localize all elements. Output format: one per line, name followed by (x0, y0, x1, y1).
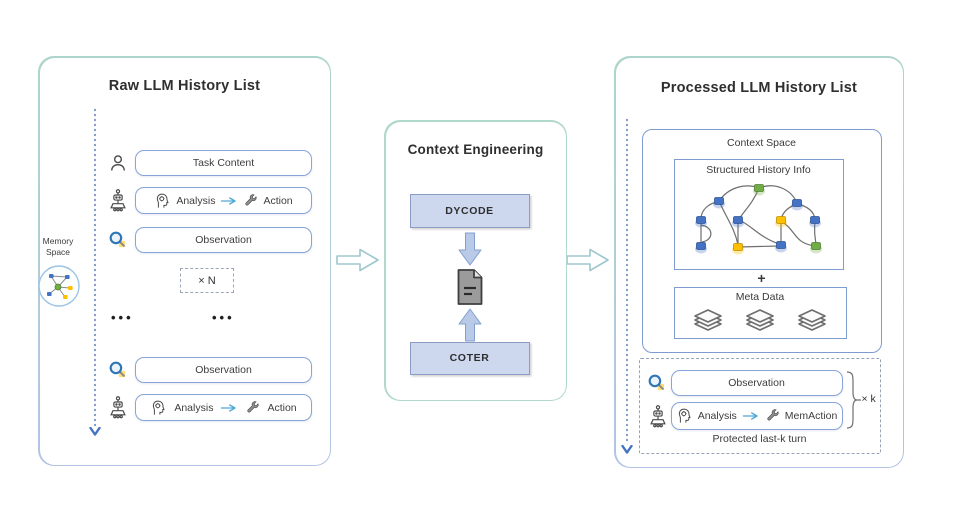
processed-history-title: Processed LLM History List (660, 79, 858, 96)
brain-gear-icon (157, 193, 170, 208)
coter-box: COTER (409, 341, 530, 375)
task-content-row: Task Content (135, 150, 312, 176)
raw-history-panel: Raw LLM History List (38, 56, 331, 466)
magnifier-icon (646, 372, 668, 394)
wrench-icon (247, 401, 259, 413)
protected-lastk-label: Protected last-k turn (712, 432, 807, 445)
wrench-icon (767, 409, 779, 421)
protected-lastk-box: Observation (638, 357, 881, 454)
arrow-right-icon (742, 411, 758, 420)
flow-arrow-right-icon (566, 248, 609, 272)
meta-data-box: Meta Data (673, 286, 847, 339)
user-icon (107, 151, 129, 175)
layers-icon (798, 308, 826, 331)
observation-label: Observation (728, 376, 785, 389)
left-timeline-dotted-line (94, 108, 96, 426)
layers-icon (694, 308, 722, 331)
flow-arrow-left-icon (336, 248, 379, 272)
analysis-label: Analysis (174, 401, 214, 414)
task-content-label: Task Content (192, 157, 255, 169)
context-space-title: Context Space (727, 136, 796, 149)
right-timeline-dotted-line (625, 117, 628, 444)
robot-icon (106, 394, 130, 421)
context-engineering-body: Context Engineering DYCODE COTER (385, 121, 566, 400)
arrow-right-icon (221, 403, 237, 412)
context-space-box: Context Space Structured History Info (641, 128, 882, 353)
analysis-label: Analysis (176, 194, 216, 207)
arrow-up-icon (458, 308, 481, 341)
memory-space-label: Memory Space (42, 236, 74, 258)
ellipsis-right: ••• (212, 310, 235, 325)
structured-history-box: Structured History Info (673, 158, 844, 270)
context-engineering-panel: Context Engineering DYCODE COTER (384, 120, 567, 401)
dycode-box: DYCODE (409, 193, 530, 228)
ellipsis-left: ••• (111, 310, 134, 325)
observation-label: Observation (195, 234, 252, 246)
plus-sign: + (757, 269, 766, 286)
analysis-memaction-row: Analysis MemAction (670, 401, 843, 430)
structured-history-graph (694, 183, 822, 254)
analysis-action-row: Analysis Action (135, 394, 312, 421)
robot-icon (106, 187, 130, 214)
left-timeline-arrow-icon (89, 427, 101, 436)
observation-row: Observation (135, 357, 312, 383)
arrow-right-icon (221, 196, 237, 205)
meta-data-title: Meta Data (735, 290, 785, 303)
wrench-icon (245, 194, 257, 206)
processed-history-body: Processed LLM History List Context Space… (615, 57, 903, 467)
brain-gear-icon (678, 408, 691, 423)
magnifier-icon (107, 359, 129, 381)
repeat-k-badge: × k (861, 392, 876, 405)
processed-history-panel: Processed LLM History List Context Space… (614, 56, 904, 468)
raw-history-title: Raw LLM History List (108, 77, 261, 94)
structured-history-title: Structured History Info (706, 163, 811, 176)
robot-icon (646, 403, 670, 430)
document-icon (457, 268, 482, 305)
layers-icon (746, 308, 774, 331)
brain-gear-icon (153, 400, 166, 415)
action-label: Action (263, 194, 293, 207)
magnifier-icon (107, 229, 129, 251)
observation-row: Observation (135, 227, 312, 253)
analysis-action-row: Analysis Action (135, 187, 312, 214)
arrow-down-icon (458, 232, 481, 265)
observation-label: Observation (195, 364, 252, 376)
right-timeline-arrow-icon (620, 444, 633, 454)
memory-space-icon (38, 265, 80, 307)
analysis-label: Analysis (697, 409, 737, 422)
memaction-label: MemAction (784, 409, 838, 422)
repeat-n-badge: × N (180, 268, 234, 293)
observation-row: Observation (670, 369, 843, 396)
context-engineering-title: Context Engineering (407, 141, 544, 157)
brace-icon (846, 370, 861, 429)
action-label: Action (267, 401, 297, 414)
